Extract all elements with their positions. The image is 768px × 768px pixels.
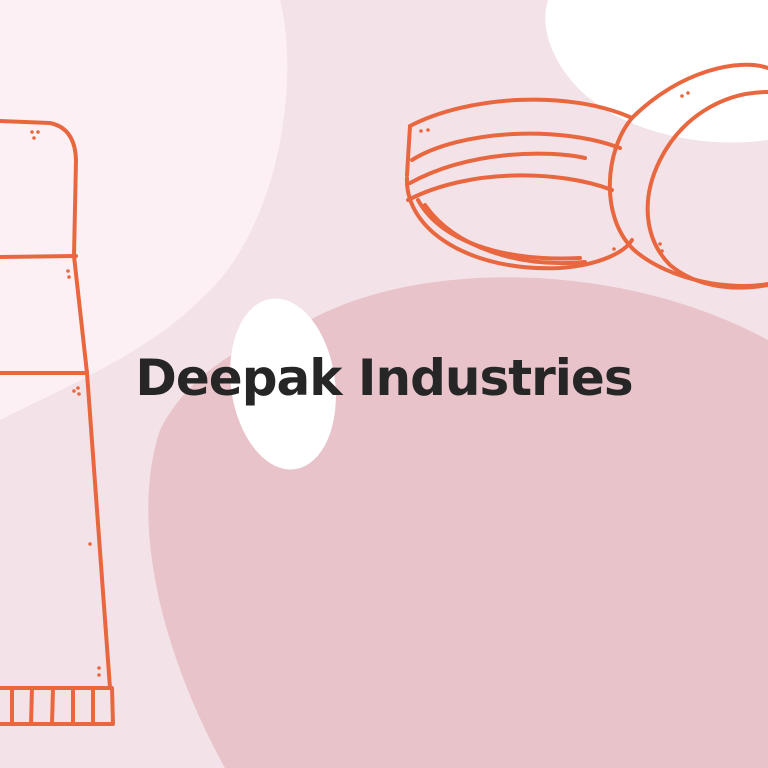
page-title: Deepak Industries bbox=[135, 349, 633, 407]
round-box-icon bbox=[607, 62, 768, 290]
bracelet-icon bbox=[404, 97, 634, 271]
tube-icon bbox=[0, 119, 115, 726]
tube-dots bbox=[30, 130, 101, 677]
light-blob bbox=[0, 0, 288, 420]
white-oval bbox=[230, 298, 336, 470]
